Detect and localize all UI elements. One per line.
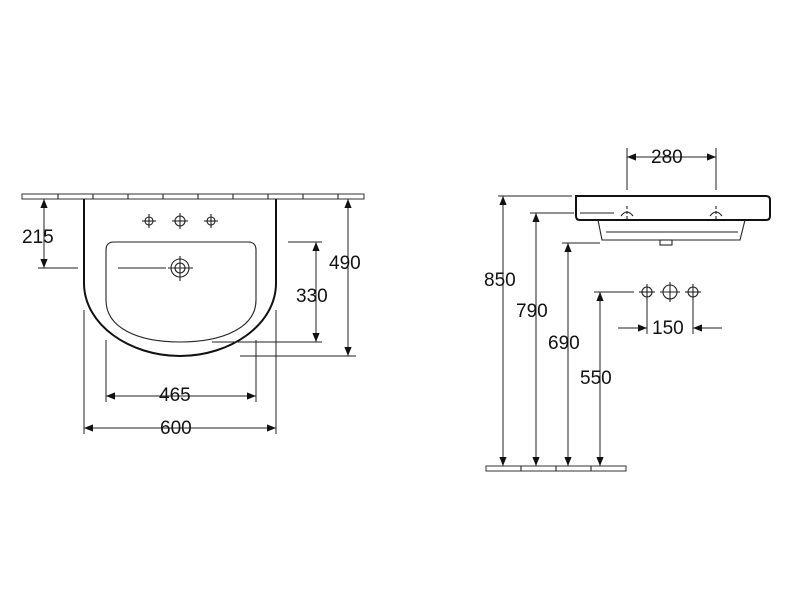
dim-rim-height: 850 [484, 195, 572, 466]
dim-bowl-width: 465 [105, 340, 257, 406]
dim-bowl-depth: 330 [212, 241, 328, 343]
dim-label-790: 790 [516, 301, 548, 322]
tap-hole-icon [172, 213, 188, 229]
dim-label-330: 330 [296, 286, 328, 307]
bowl-outline [105, 241, 257, 343]
tap-hole-icon [204, 214, 218, 228]
dim-label-150: 150 [652, 318, 684, 339]
floor-strip [485, 465, 627, 472]
drain-icon [118, 256, 193, 281]
dim-790: 790 [516, 212, 574, 466]
front-view: 215 490 330 465 600 [21, 193, 365, 439]
dim-label-690: 690 [548, 333, 580, 354]
dim-overall-depth: 490 [240, 199, 361, 357]
side-view: 280 850 790 690 550 [484, 147, 771, 472]
tap-hole-icon [142, 214, 156, 228]
dim-outlet-height: 550 [580, 291, 634, 466]
supply-point-icon [685, 284, 701, 300]
dim-label-215: 215 [22, 227, 54, 248]
dim-label-465: 465 [159, 385, 191, 406]
dim-overall-width: 600 [83, 310, 277, 439]
basin-outline [83, 199, 277, 358]
dim-supply-spacing: 150 [618, 300, 722, 339]
supply-point-icon [639, 284, 655, 300]
basin-side-profile [575, 195, 771, 246]
dim-label-550: 550 [580, 368, 612, 389]
dim-underside-height: 690 [548, 242, 600, 466]
dim-label-850: 850 [484, 270, 516, 291]
wall-strip [21, 193, 365, 200]
dim-depth-to-tap: 215 [22, 199, 78, 269]
dim-tap-spacing: 280 [626, 147, 717, 190]
outlet-point-icon [660, 282, 680, 302]
dim-label-490: 490 [329, 253, 361, 274]
dim-label-280: 280 [651, 147, 683, 168]
dim-label-600: 600 [160, 418, 192, 439]
